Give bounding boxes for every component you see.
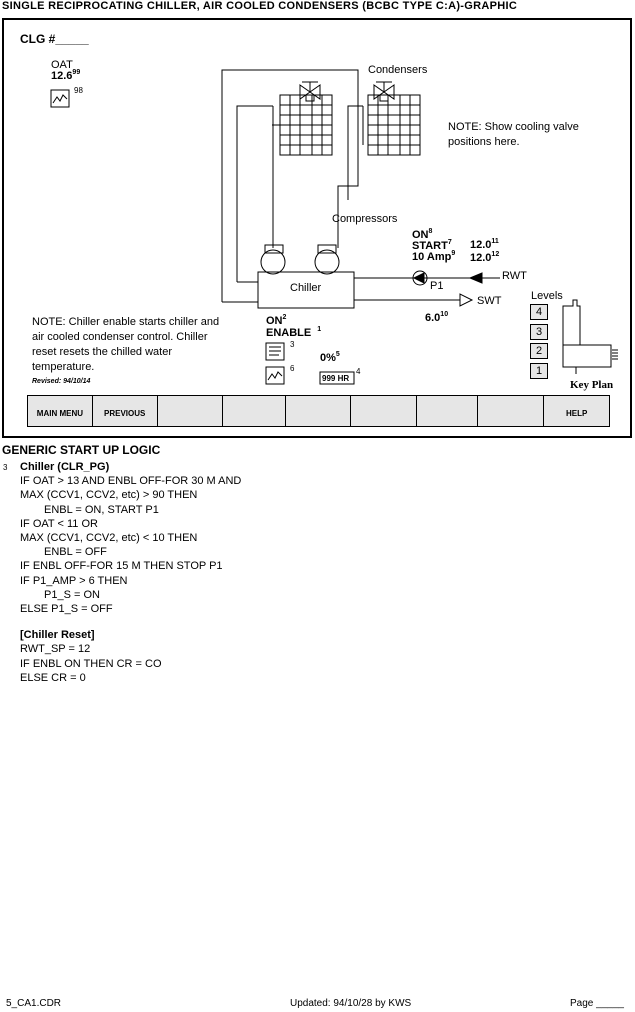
rwt-value: 12.011	[470, 238, 499, 251]
logic-line: RWT_SP = 12	[20, 643, 91, 656]
chiller-box	[257, 271, 355, 309]
hours-box	[319, 371, 355, 385]
hours-ref: 4	[356, 367, 361, 376]
document-icon	[265, 342, 285, 361]
main-menu-button[interactable]: MAIN MENU	[28, 396, 93, 426]
rwt-setpoint[interactable]: 12.012	[470, 251, 500, 264]
logic-line: IF OAT < 11 OR	[20, 517, 98, 530]
rwt-label: RWT	[502, 270, 527, 282]
level-3-button[interactable]: 3	[530, 324, 548, 340]
oat-trend-icon	[50, 89, 70, 108]
pipe-inner-left	[236, 105, 273, 282]
chiller-label: Chiller	[290, 282, 322, 294]
oat-trend-ref: 98	[74, 86, 83, 95]
blank-button-3[interactable]	[286, 396, 351, 426]
level-2-button[interactable]: 2	[530, 343, 548, 359]
clg-label: CLG #_____	[20, 32, 89, 46]
previous-button[interactable]: PREVIOUS	[92, 396, 158, 426]
revised-date: Revised: 94/10/14	[32, 378, 91, 385]
oat-label: OAT	[51, 59, 73, 71]
valve-2	[373, 81, 395, 102]
valve-note: NOTE: Show cooling valve positions here.	[448, 121, 579, 148]
logic-line: IF OAT > 13 AND ENBL OFF-FOR 30 M AND	[20, 475, 242, 488]
chiller-schematic	[50, 69, 618, 385]
chiller-logic: Chiller (CLR_PG) IF OAT > 13 AND ENBL OF…	[20, 460, 241, 685]
level-4-button[interactable]: 4	[530, 304, 548, 320]
key-plan-label: Key Plan	[570, 379, 614, 391]
level-1-button[interactable]: 1	[530, 363, 548, 379]
doc-ref: 3	[290, 340, 295, 349]
swt-value: 6.010	[425, 311, 449, 324]
chiller-trend-ref: 6	[290, 364, 295, 373]
blank-button-5[interactable]	[416, 396, 479, 426]
blank-button-4[interactable]	[350, 396, 417, 426]
compressors-label: Compressors	[332, 213, 398, 225]
levels-label: Levels	[531, 290, 563, 302]
chiller-status: ON2	[266, 314, 287, 327]
compressor-1	[260, 244, 286, 275]
condenser-coil-2	[367, 94, 421, 156]
help-button[interactable]: HELP	[544, 396, 610, 426]
chiller-note: NOTE: Chiller enable starts chiller and …	[32, 316, 220, 373]
pump-status: ON8	[412, 228, 433, 241]
chiller-load: 0%5	[320, 351, 340, 364]
condensers-label: Condensers	[368, 64, 428, 76]
logic-ref: 3	[3, 463, 8, 472]
blank-button-2[interactable]	[223, 396, 287, 426]
chiller-hours: 999 HR	[322, 374, 350, 383]
pipe-outer	[221, 69, 359, 302]
chiller-logic-heading: Chiller (CLR_PG)	[20, 461, 110, 473]
oat-value: 12.699	[51, 69, 81, 82]
footer-updated: Updated: 94/10/28 by KWS	[290, 998, 412, 1009]
logic-line: ENBL = ON, START P1	[44, 503, 159, 516]
pump-start-command[interactable]: START7	[412, 239, 452, 252]
logic-line: IF ENBL ON THEN CR = CO	[20, 657, 162, 670]
page-title: SINGLE RECIPROCATING CHILLER, AIR COOLED…	[2, 0, 518, 12]
button-bar: MAIN MENU PREVIOUS HELP	[27, 395, 610, 427]
blank-button-1[interactable]	[157, 396, 224, 426]
pipe-inner-right	[347, 105, 363, 200]
logic-line: ELSE CR = 0	[20, 671, 86, 684]
valve-1	[299, 81, 321, 102]
logic-heading: GENERIC START UP LOGIC	[2, 443, 161, 457]
footer-file: 5_CA1.CDR	[6, 998, 62, 1009]
logic-line: MAX (CCV1, CCV2, etc) > 90 THEN	[20, 489, 198, 502]
graphic-screen	[2, 18, 632, 438]
swt-label: SWT	[477, 295, 502, 307]
pump-amps: 10 Amp9	[412, 250, 456, 263]
pump-label: P1	[430, 280, 444, 292]
logic-line: IF ENBL OFF-FOR 15 M THEN STOP P1	[20, 560, 223, 573]
logic-line: ENBL = OFF	[44, 546, 107, 559]
logic-line: MAX (CCV1, CCV2, etc) < 10 THEN	[20, 532, 198, 545]
chiller-trend-icon	[265, 366, 285, 385]
logic-line: P1_S = ON	[44, 588, 100, 601]
footer-page: Page _____	[570, 998, 624, 1009]
blank-button-6[interactable]	[478, 396, 545, 426]
key-plan-drawing	[562, 299, 618, 374]
logic-line: ELSE P1_S = OFF	[20, 603, 113, 616]
rwt-arrow	[468, 272, 483, 284]
reset-logic-heading: [Chiller Reset]	[20, 629, 95, 642]
swt-arrow	[459, 293, 474, 307]
logic-line: IF P1_AMP > 6 THEN	[20, 574, 128, 587]
compressor-2	[314, 244, 340, 275]
condenser-coil-1	[272, 94, 333, 156]
